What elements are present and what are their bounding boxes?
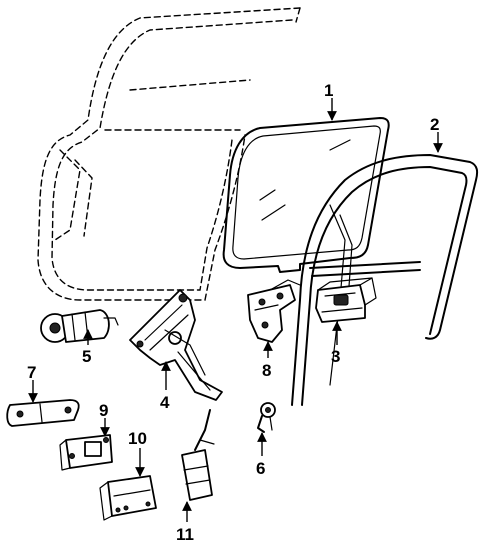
callout-10: 10 bbox=[128, 429, 147, 448]
door-latch bbox=[247, 279, 301, 343]
callout-labels: 1 2 3 4 5 6 7 8 9 10 11 bbox=[27, 81, 439, 544]
callout-3: 3 bbox=[331, 347, 340, 366]
callout-8: 8 bbox=[262, 361, 271, 380]
callout-6: 6 bbox=[256, 459, 265, 478]
callout-5: 5 bbox=[82, 347, 91, 366]
callout-11: 11 bbox=[176, 525, 194, 544]
glass-run-channel bbox=[291, 154, 479, 406]
control-module bbox=[99, 475, 157, 521]
callout-7: 7 bbox=[27, 363, 36, 382]
module-bracket bbox=[6, 399, 80, 427]
window-regulator bbox=[129, 289, 223, 401]
door-frame-outline bbox=[37, 7, 301, 301]
callout-1: 1 bbox=[324, 81, 333, 100]
door-glass bbox=[222, 117, 390, 273]
control-bracket bbox=[59, 434, 113, 471]
lock-rod-clip bbox=[257, 402, 276, 433]
regulator-motor bbox=[40, 309, 119, 343]
callout-9: 9 bbox=[99, 401, 108, 420]
leader-lines bbox=[28, 98, 443, 522]
lock-actuator bbox=[181, 409, 215, 501]
channel-bracket bbox=[315, 277, 377, 323]
callout-2: 2 bbox=[430, 115, 439, 134]
callout-4: 4 bbox=[160, 393, 170, 412]
